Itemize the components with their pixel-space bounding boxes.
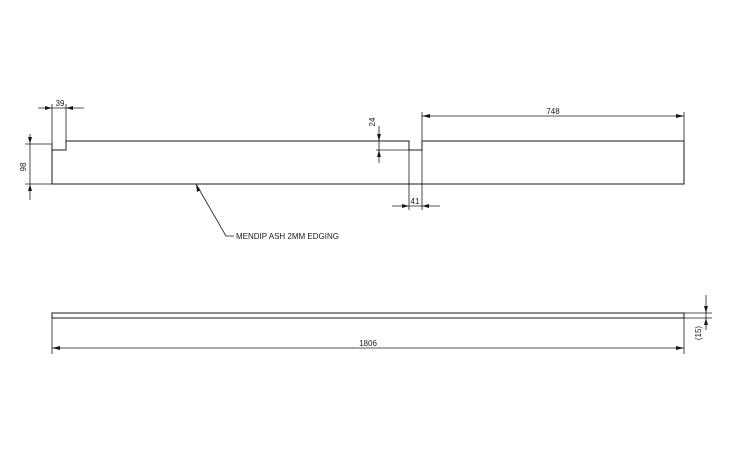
dim-notch-depth: 24 <box>368 117 409 163</box>
worktop-outline-plan <box>51 140 685 185</box>
dim-overall-length: 1806 <box>51 318 685 354</box>
dim-41-label: 41 <box>411 197 420 206</box>
dim-thickness: (15) <box>684 295 712 340</box>
dim-right-length: 748 <box>421 107 685 141</box>
dim-24-label: 24 <box>368 117 377 126</box>
elevation-view <box>51 312 685 319</box>
dim-748-label: 748 <box>546 107 560 116</box>
dim-1806-label: 1806 <box>359 339 377 348</box>
dim-39-label: 39 <box>56 99 65 108</box>
dim-15-label: (15) <box>694 326 703 341</box>
dim-98-label: 98 <box>19 162 28 171</box>
plan-view <box>51 140 685 185</box>
material-callout: MENDIP ASH 2MM EDGING <box>195 183 339 241</box>
dim-board-depth: 98 <box>19 134 52 200</box>
dim-notch-center-width: 41 <box>392 150 440 210</box>
worktop-outline-elevation <box>51 312 685 319</box>
material-label: MENDIP ASH 2MM EDGING <box>236 232 339 241</box>
dim-notch-left-width: 39 <box>38 99 84 145</box>
